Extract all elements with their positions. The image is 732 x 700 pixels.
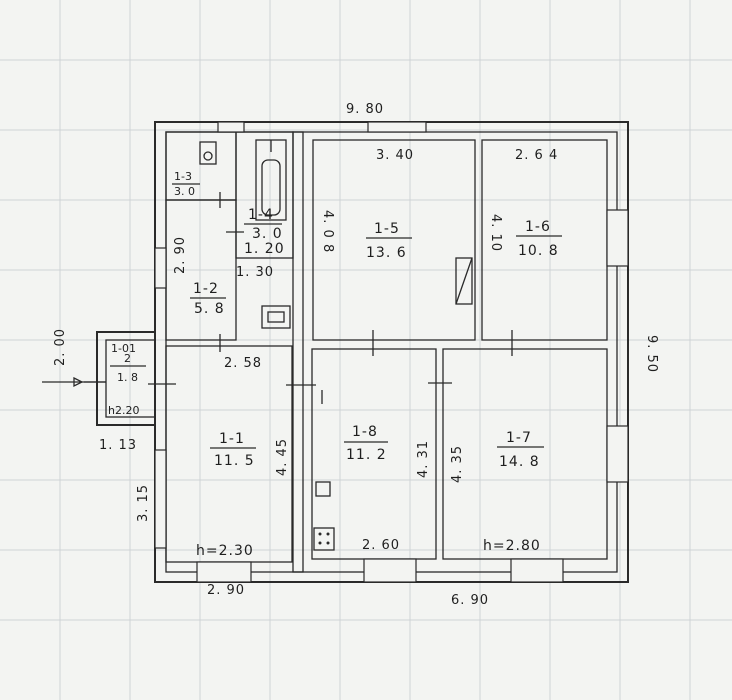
room-1-5-area: 13. 6: [366, 245, 407, 261]
room-1-7-note: h=2.80: [483, 538, 541, 554]
room-1-4-dim: 1. 20: [244, 241, 285, 257]
window-bottom-room-1-8: [363, 558, 417, 583]
room-1-8-dim-h: 2. 60: [362, 538, 400, 553]
dim-bottom-left: 2. 90: [207, 583, 245, 598]
dim-top-width: 9. 80: [346, 102, 384, 117]
room-1-6-area: 10. 8: [518, 243, 559, 259]
room-1-01-id: 1-01: [111, 342, 136, 355]
room-1-3-id: 1-3: [174, 170, 192, 183]
window-right-room-1-6: [606, 209, 629, 267]
window-left-room-1-2: [154, 247, 167, 289]
stove-block-room-1-5: [455, 257, 473, 305]
room-1-4-id: 1-4: [248, 207, 274, 223]
room-1-7-area: 14. 8: [499, 454, 540, 470]
room-1-7-dim-v: 4. 35: [450, 445, 465, 483]
room-1-6-id: 1-6: [525, 219, 551, 235]
room-1-1-note: h=2.30: [196, 543, 254, 559]
room-1-2-area: 5. 8: [194, 301, 225, 317]
dim-porch-width: 1. 13: [99, 438, 137, 453]
room-1-5-dim-v: 4. 0 8: [320, 210, 335, 253]
room-1-8-dim-v: 4. 31: [416, 440, 431, 478]
room-1-01-sub: 2: [124, 352, 131, 365]
stove-icon: [313, 527, 335, 551]
window-top-bathroom: [217, 121, 245, 133]
exterior-walls: [154, 121, 629, 583]
room-1-2-dim-h: 2. 58: [224, 356, 262, 371]
room-1-4-dim-h: 1. 30: [236, 265, 274, 280]
window-left-room-1-1: [154, 449, 167, 549]
sink-icon: [261, 305, 291, 329]
fixtures: [199, 139, 473, 551]
room-1-6-dim-v: 4. 10: [488, 214, 503, 252]
room-1-1-area: 11. 5: [214, 453, 255, 469]
room-1-8-area: 11. 2: [346, 447, 387, 463]
door-marks: [42, 192, 513, 404]
room-1-3-area: 3. 0: [174, 185, 195, 198]
window-bottom-room-1-7: [510, 558, 564, 583]
room-1-7-id: 1-7: [506, 430, 532, 446]
room-1-2-id: 1-2: [193, 281, 219, 297]
room-1-4-area: 3. 0: [252, 226, 283, 242]
window-bottom-room-1-1: [196, 561, 252, 583]
toilet-icon: [199, 141, 217, 165]
interior-walls: [165, 131, 608, 573]
heater-icon: [315, 481, 331, 497]
room-1-01-area: 1. 8: [117, 371, 138, 384]
dim-left-lower: 3. 15: [136, 484, 151, 522]
dim-bottom-right: 6. 90: [451, 593, 489, 608]
window-top-room-1-5: [367, 121, 427, 133]
room-1-1-dim-v: 4. 45: [275, 438, 290, 476]
window-right-room-1-7: [606, 425, 629, 483]
room-1-5-dim-h: 3. 40: [376, 148, 414, 163]
room-1-5-id: 1-5: [374, 221, 400, 237]
room-1-8-id: 1-8: [352, 424, 378, 440]
room-1-6-dim-h: 2. 6 4: [515, 148, 558, 163]
windows: [154, 121, 629, 583]
dim-right-height: 9. 50: [644, 335, 659, 373]
room-1-1-id: 1-1: [219, 431, 245, 447]
porch-walls: [96, 331, 156, 426]
dim-porch-height: 2. 00: [53, 328, 68, 366]
dim-left-upper: 2. 90: [173, 236, 188, 274]
room-1-01-note: h2.20: [108, 404, 139, 417]
